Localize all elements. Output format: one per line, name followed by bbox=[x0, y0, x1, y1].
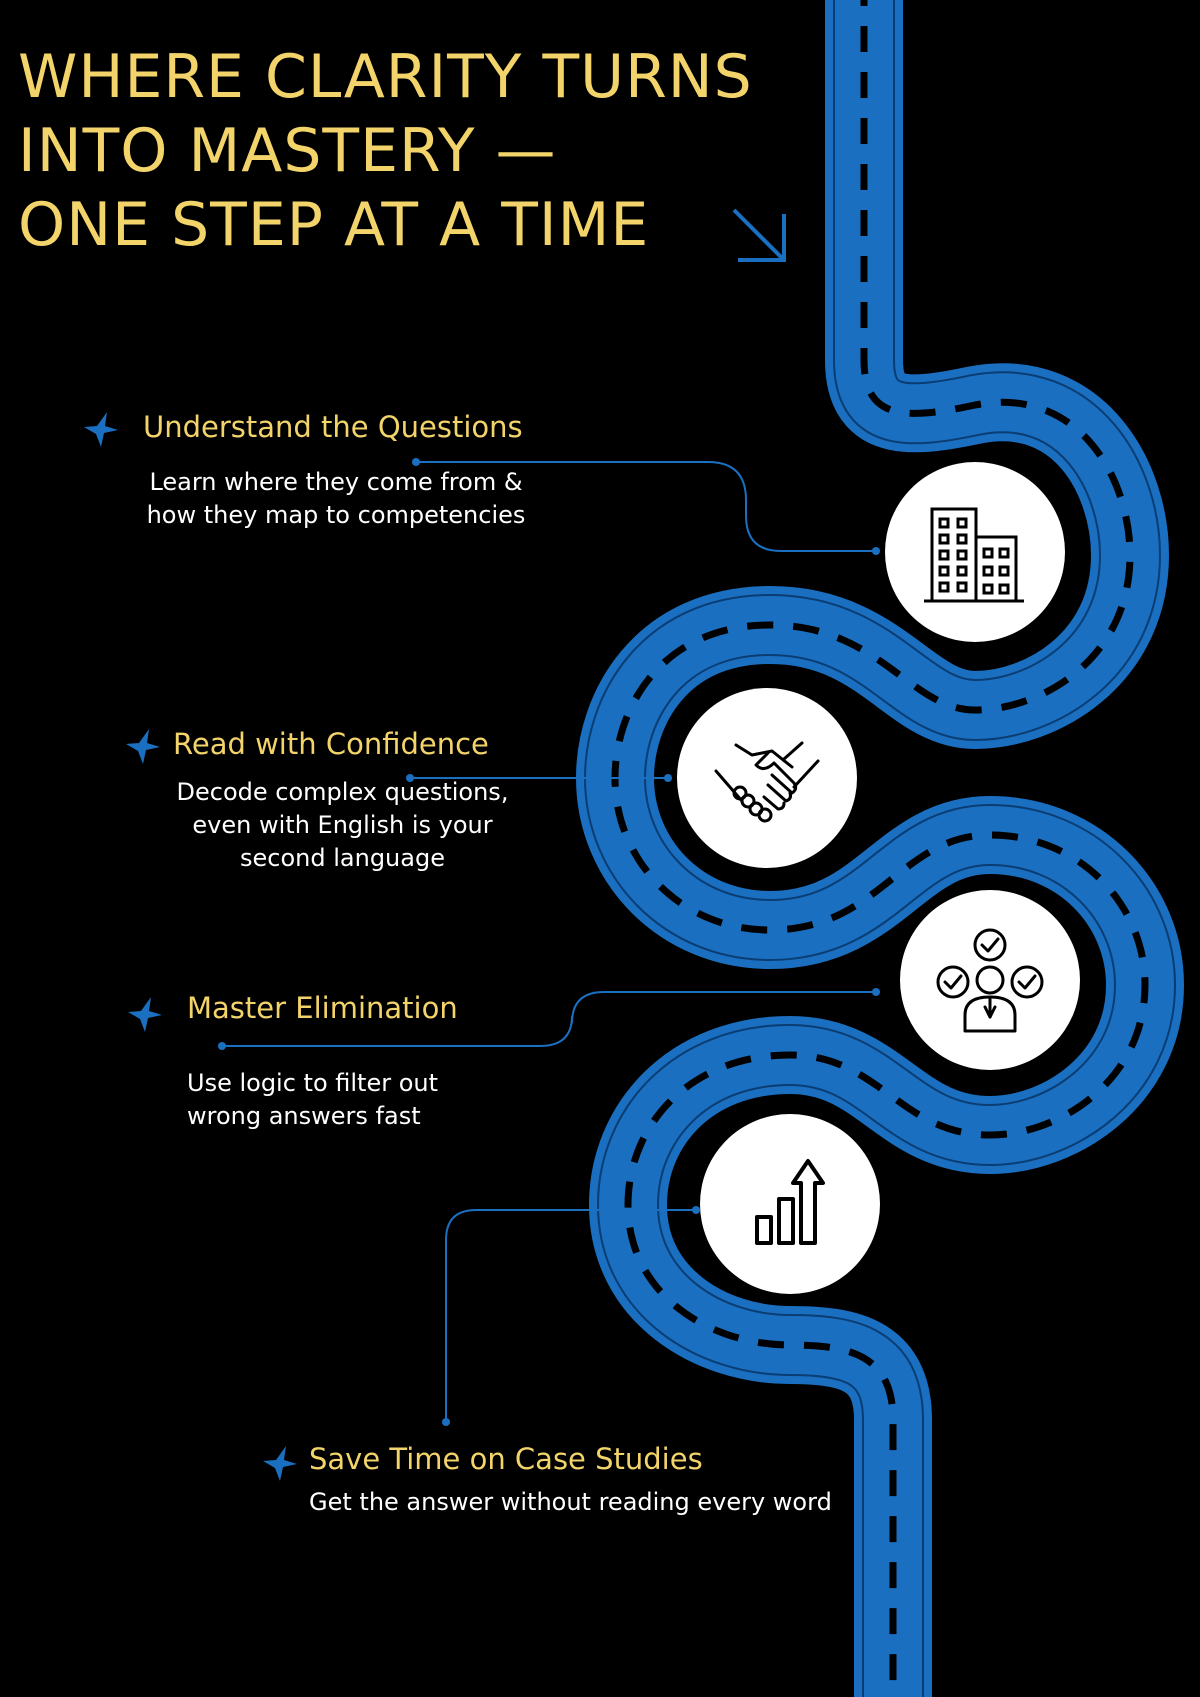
connector-step-3 bbox=[222, 991, 876, 1047]
sparkle-star-icon bbox=[126, 729, 160, 764]
connector-step-4 bbox=[445, 1209, 696, 1422]
headline: WHERE CLARITY TURNS INTO MASTERY — ONE S… bbox=[18, 40, 753, 262]
step-3-title: Master Elimination bbox=[187, 991, 458, 1025]
step-2-description: Decode complex questions, even with Engl… bbox=[176, 778, 509, 872]
connector-step-1 bbox=[416, 461, 876, 552]
icon-disc-4 bbox=[700, 1114, 880, 1294]
connector-dot bbox=[442, 1418, 450, 1426]
icon-disc-2 bbox=[677, 688, 857, 868]
step-1-description: Learn where they come from & how they ma… bbox=[146, 468, 526, 529]
headline-line-1: WHERE CLARITY TURNS bbox=[18, 42, 753, 112]
handshake-icon bbox=[714, 741, 820, 823]
connector-dot bbox=[406, 774, 414, 782]
connector-dot bbox=[218, 1042, 226, 1050]
sparkle-star-icon bbox=[263, 1446, 297, 1481]
step-3-description: Use logic to filter out wrong answers fa… bbox=[187, 1069, 439, 1130]
step-4-title: Save Time on Case Studies bbox=[309, 1442, 703, 1476]
step-2-title: Read with Confidence bbox=[173, 727, 489, 761]
office-building-icon bbox=[924, 507, 1024, 603]
connector-dot bbox=[664, 774, 672, 782]
connector-dot bbox=[412, 458, 420, 466]
step-1-title: Understand the Questions bbox=[143, 410, 523, 444]
team-checkmarks-icon bbox=[936, 928, 1044, 1033]
headline-line-2: INTO MASTERY — bbox=[18, 116, 557, 186]
sparkle-star-icon bbox=[128, 997, 162, 1032]
connector-dot bbox=[692, 1206, 700, 1214]
icon-disc-3 bbox=[900, 890, 1080, 1070]
arrow-down-right-icon bbox=[732, 208, 786, 262]
road-center-dashes bbox=[611, 0, 1149, 1697]
sparkle-star-icon bbox=[84, 412, 118, 447]
headline-line-3: ONE STEP AT A TIME bbox=[18, 190, 650, 260]
connector-dot bbox=[872, 547, 880, 555]
connector-dot bbox=[872, 988, 880, 996]
step-4-description: Get the answer without reading every wor… bbox=[309, 1488, 832, 1516]
growth-chart-icon bbox=[755, 1159, 825, 1245]
